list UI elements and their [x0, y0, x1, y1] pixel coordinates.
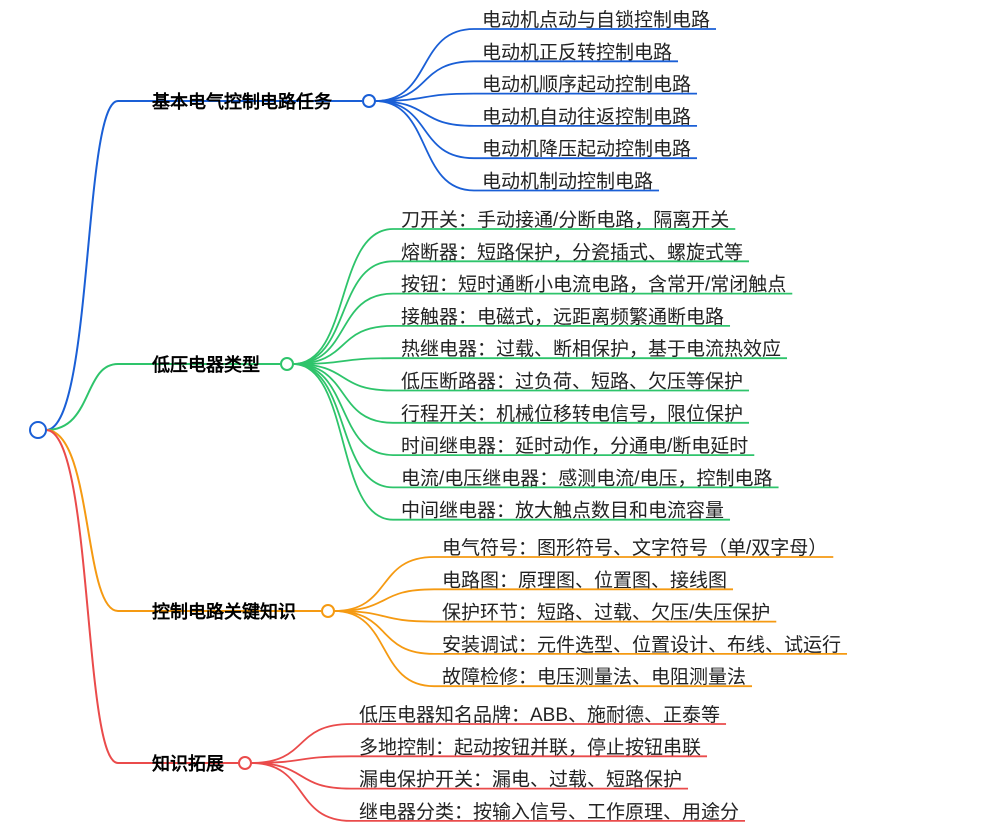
leaf-connector	[374, 100, 475, 160]
leaf-label[interactable]: 电动机点动与自锁控制电路	[482, 9, 710, 31]
leaf-label[interactable]: 刀开关：手动接通/分断电路，隔离开关	[401, 209, 729, 231]
leaf-connector	[374, 60, 475, 102]
leaf-label[interactable]: 熔断器：短路保护，分瓷插式、螺旋式等	[401, 241, 743, 263]
leaf-connector	[333, 610, 435, 655]
leaf-label[interactable]: 保护环节：短路、过载、欠压/失压保护	[442, 602, 770, 624]
leaf-connector	[374, 100, 475, 127]
branch-label[interactable]: 低压电器类型	[151, 354, 260, 375]
leaf-connector	[292, 363, 394, 456]
leaf-connector	[374, 28, 475, 102]
branch-links	[45, 100, 362, 764]
labels: 基本电气控制电路任务 电动机点动与自锁控制电路电动机正反转控制电路电动机顺序起动控…	[151, 9, 841, 823]
leaf-connector	[292, 363, 394, 392]
nodes	[29, 94, 376, 770]
branch-collapse-toggle[interactable]	[238, 756, 252, 770]
leaf-connector	[292, 292, 394, 365]
leaf-connector	[292, 260, 394, 365]
leaf-label[interactable]: 电动机降压起动控制电路	[482, 138, 691, 160]
branch-collapse-toggle[interactable]	[321, 604, 335, 618]
branch-collapse-toggle[interactable]	[362, 94, 376, 108]
leaf-connector	[333, 556, 435, 612]
branch-connector	[45, 100, 140, 431]
leaf-label[interactable]: 电路图：原理图、位置图、接线图	[442, 569, 727, 591]
leaf-label[interactable]: 按钮：短时通断小电流电路，含常开/常闭触点	[401, 274, 786, 296]
leaf-connector	[333, 588, 435, 612]
branch-connector	[45, 429, 140, 764]
leaf-connector	[333, 610, 435, 688]
leaf-connector	[292, 228, 394, 365]
root-node[interactable]	[29, 421, 47, 439]
leaf-label[interactable]: 继电器分类：按输入信号、工作原理、用途分	[359, 801, 739, 823]
leaf-label[interactable]: 漏电保护开关：漏电、过载、短路保护	[359, 769, 682, 791]
leaf-label[interactable]: 中间继电器：放大触点数目和电流容量	[401, 500, 724, 522]
leaf-label[interactable]: 故障检修：电压测量法、电阻测量法	[442, 666, 746, 688]
branch-label[interactable]: 基本电气控制电路任务	[151, 91, 333, 112]
leaf-connector	[292, 363, 394, 521]
leaf-label[interactable]: 电动机自动往返控制电路	[482, 106, 691, 128]
branch-collapse-toggle[interactable]	[280, 357, 294, 371]
leaf-label[interactable]: 多地控制：起动按钮并联，停止按钮串联	[359, 736, 701, 758]
leaf-label[interactable]: 电动机制动控制电路	[482, 171, 653, 193]
leaf-label[interactable]: 电气符号：图形符号、文字符号（单/双字母）	[442, 537, 827, 559]
leaf-label[interactable]: 电流/电压继电器：感测电流/电压，控制电路	[401, 467, 773, 489]
leaf-label[interactable]: 接触器：电磁式，远距离频繁通断电路	[401, 306, 724, 328]
branch-connector	[45, 363, 140, 431]
leaf-connector	[250, 762, 352, 822]
leaf-label[interactable]: 电动机顺序起动控制电路	[482, 74, 691, 96]
leaf-connector	[292, 363, 394, 489]
leaf-connector	[374, 92, 475, 102]
leaf-connector	[292, 325, 394, 365]
branch-label[interactable]: 知识拓展	[152, 753, 225, 774]
leaf-label[interactable]: 时间继电器：延时动作，分通电/断电延时	[401, 435, 748, 457]
leaf-label[interactable]: 安装调试：元件选型、位置设计、布线、试运行	[442, 634, 841, 656]
leaf-connector	[250, 755, 352, 764]
leaf-connector	[374, 100, 475, 192]
leaf-connector	[250, 723, 352, 764]
branch-connector	[45, 429, 140, 612]
leaf-connector	[292, 357, 394, 365]
leaf-links	[250, 28, 848, 822]
leaf-connector	[250, 762, 352, 790]
leaf-label[interactable]: 低压断路器：过负荷、短路、欠压等保护	[401, 371, 743, 393]
leaf-label[interactable]: 热继电器：过载、断相保护，基于电流热效应	[401, 338, 781, 360]
leaf-label[interactable]: 电动机正反转控制电路	[482, 41, 672, 63]
leaf-label[interactable]: 低压电器知名品牌：ABB、施耐德、正泰等	[359, 704, 720, 726]
leaf-connector	[333, 610, 435, 623]
leaf-label[interactable]: 行程开关：机械位移转电信号，限位保护	[401, 403, 743, 425]
branch-label[interactable]: 控制电路关键知识	[152, 601, 296, 622]
leaf-connector	[292, 363, 394, 424]
